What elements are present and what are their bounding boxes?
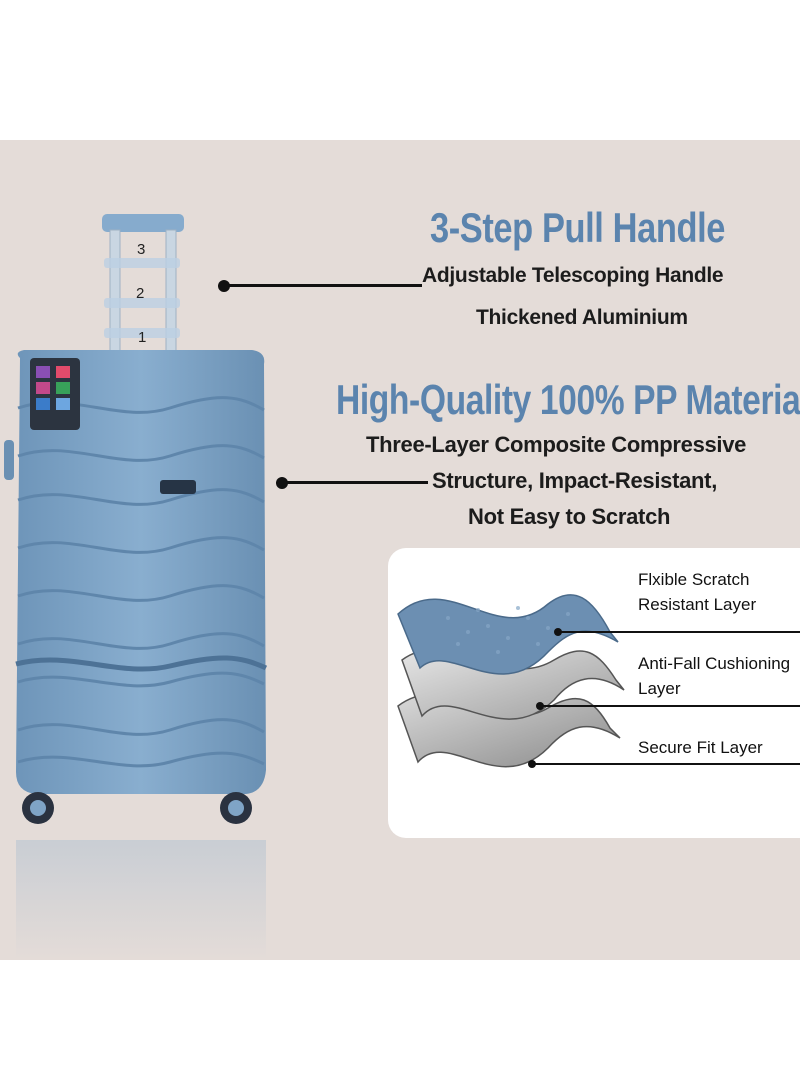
handle-step-2: 2 bbox=[136, 285, 144, 302]
layer-3-pointer-line bbox=[534, 763, 800, 765]
layer-3-label-line-1: Secure Fit Layer bbox=[638, 738, 763, 757]
suitcase-illustration: 3 2 1 bbox=[4, 214, 268, 824]
product-feature-panel: 3 2 1 bbox=[0, 140, 800, 960]
suitcase-shell bbox=[4, 350, 268, 794]
layer-stack-graphic bbox=[397, 594, 625, 768]
handle-feature-line-1: Adjustable Telescoping Handle bbox=[422, 264, 724, 287]
layer-1-pointer-line bbox=[560, 631, 800, 633]
luggage-sticker bbox=[30, 358, 80, 430]
handle-feature-title: 3-Step Pull Handle bbox=[430, 204, 725, 251]
material-feature-line-2: Structure, Impact-Resistant, bbox=[432, 468, 718, 493]
suitcase-wheels bbox=[22, 792, 252, 824]
layer-diagram-card: Flxible Scratch Resistant Layer Anti-Fal… bbox=[388, 548, 800, 838]
layer-1-label-line-1: Flxible Scratch bbox=[638, 570, 750, 589]
handle-feature-line-2: Thickened Aluminium bbox=[476, 306, 688, 329]
layer-2-label-line-1: Anti-Fall Cushioning bbox=[638, 654, 791, 673]
telescoping-handle: 3 2 1 bbox=[102, 214, 184, 356]
material-feature-line-3: Not Easy to Scratch bbox=[468, 504, 671, 529]
handle-step-1: 1 bbox=[138, 329, 146, 346]
lock-icon bbox=[160, 480, 196, 494]
material-feature-line-1: Three-Layer Composite Compressive bbox=[366, 432, 747, 457]
material-pointer-line bbox=[282, 481, 428, 484]
material-feature-title: High-Quality 100% PP Material bbox=[336, 376, 800, 423]
layer-2-label-line-2: Layer bbox=[638, 679, 681, 698]
handle-pointer-line bbox=[224, 284, 422, 287]
handle-step-3: 3 bbox=[137, 241, 145, 258]
layer-1-label-line-2: Resistant Layer bbox=[638, 595, 757, 614]
layer-2-pointer-line bbox=[542, 705, 800, 707]
floor-reflection bbox=[16, 840, 266, 960]
